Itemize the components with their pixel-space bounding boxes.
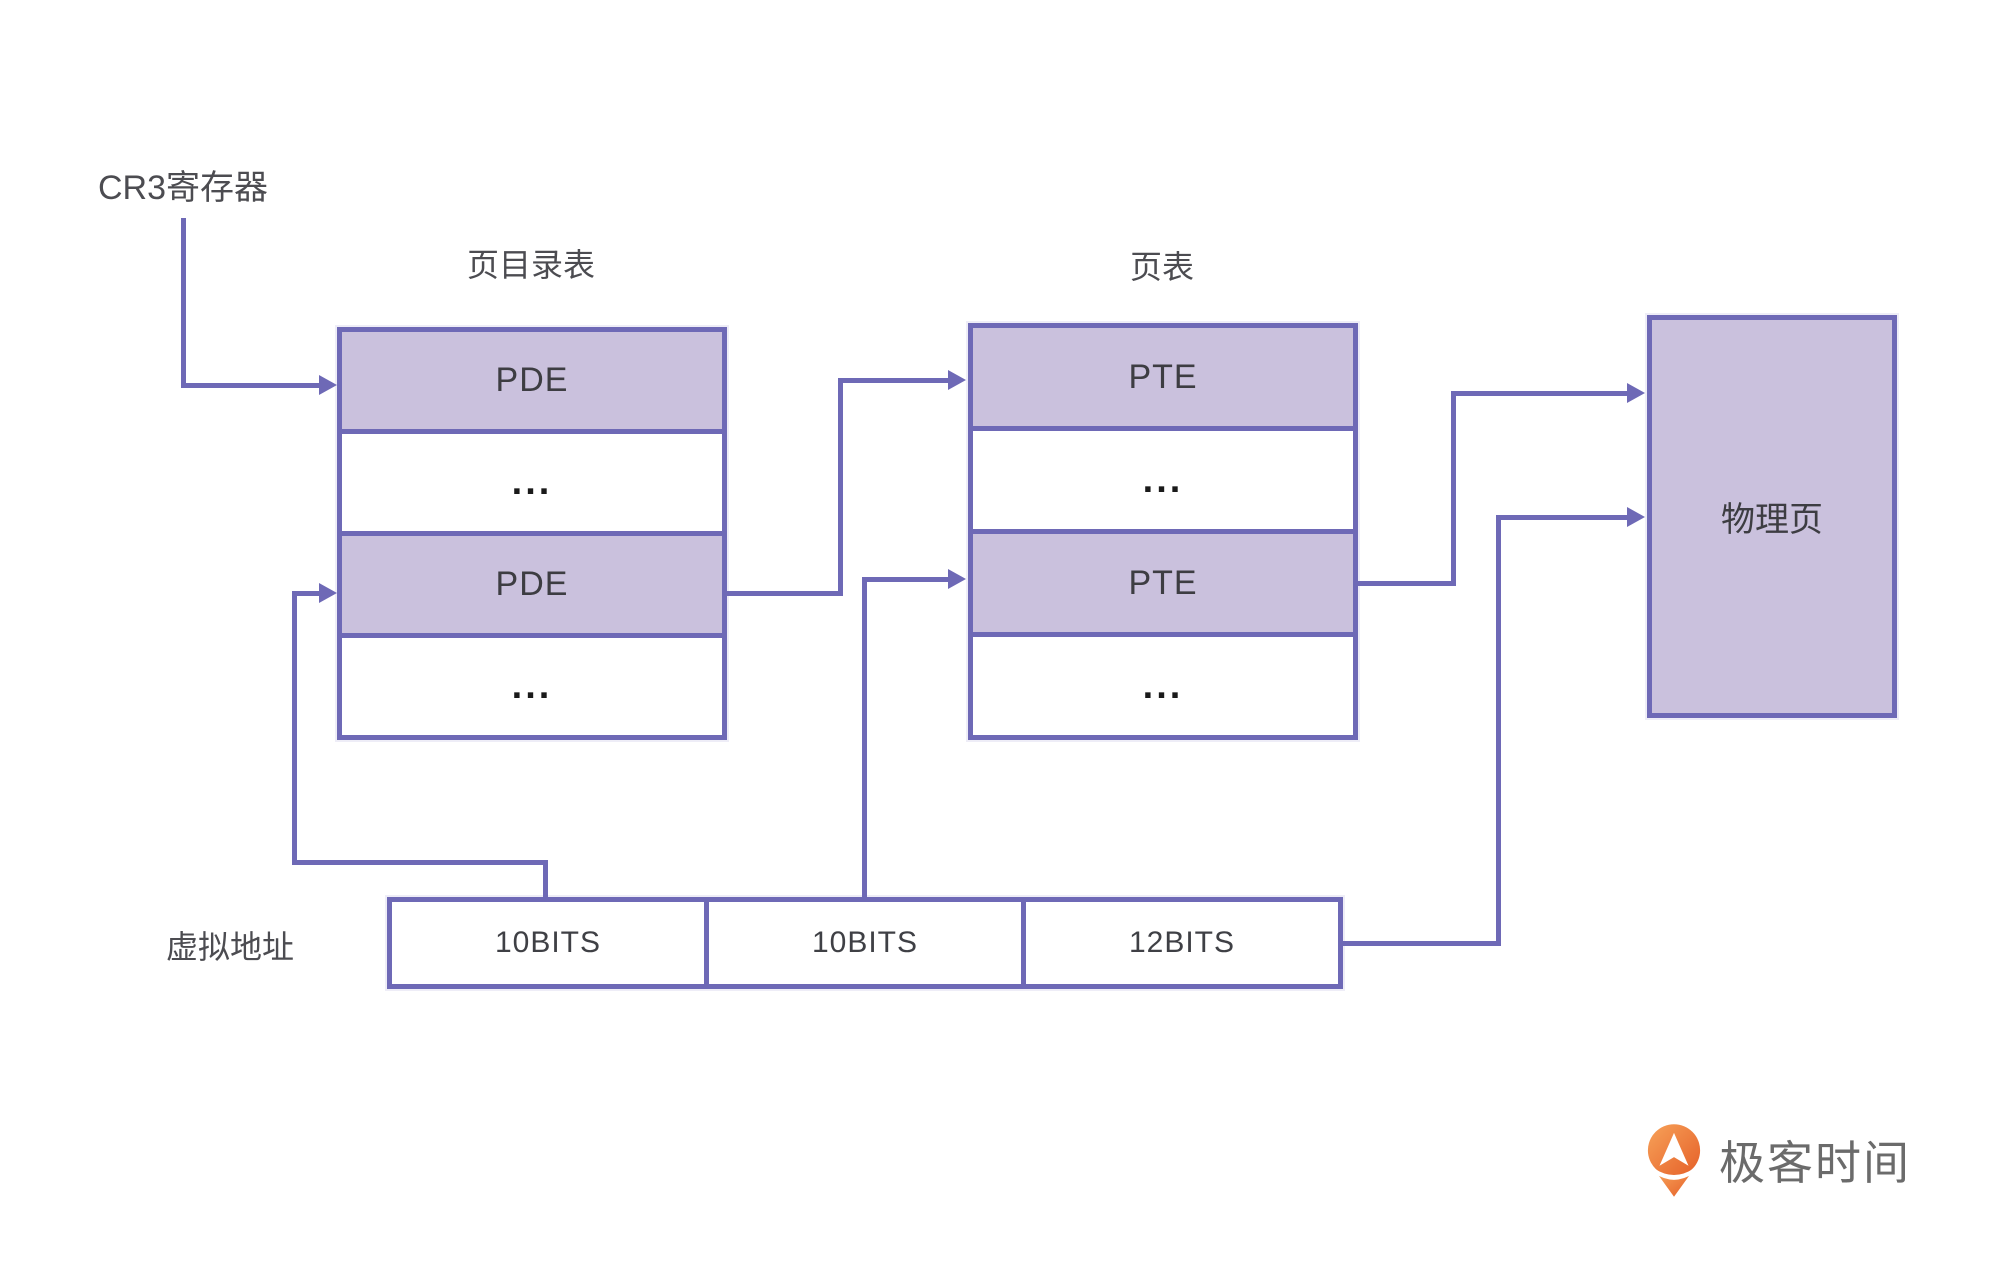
pte-row: PTE: [973, 529, 1353, 632]
physical-page-label: 物理页: [1721, 501, 1823, 539]
ellipsis-label: ...: [511, 665, 553, 707]
connector-segment: [181, 383, 321, 388]
arrowhead-icon: [948, 569, 966, 589]
va-field-label: 10BITS: [811, 926, 919, 959]
connector-segment: [292, 591, 297, 865]
ellipsis-label: ...: [1142, 458, 1184, 501]
virtual-address-box: 10BITS 10BITS 12BITS: [387, 897, 1343, 989]
page-table: PTE ... PTE ...: [968, 323, 1358, 740]
connector-segment: [292, 591, 322, 596]
pde-row: PDE: [342, 531, 722, 633]
va-field-table-index: 10BITS: [704, 902, 1021, 984]
pde-entry-label: PDE: [495, 565, 569, 603]
connector-segment: [543, 860, 548, 897]
connector-segment: [1496, 515, 1629, 520]
va-field-offset: 12BITS: [1021, 902, 1338, 984]
connector-segment: [838, 378, 843, 596]
connector-segment: [862, 577, 867, 897]
virtual-address-label: 虚拟地址: [165, 929, 294, 965]
pte-entry-label: PTE: [1128, 357, 1198, 396]
connector-segment: [727, 591, 843, 596]
connector-segment: [1451, 391, 1456, 586]
ellipsis-row: ...: [342, 633, 722, 735]
physical-page-box: 物理页: [1647, 315, 1897, 718]
va-field-label: 10BITS: [494, 926, 602, 959]
arrowhead-icon: [319, 375, 337, 395]
ellipsis-row: ...: [973, 426, 1353, 529]
connector-segment: [292, 860, 548, 865]
geektime-logo: 极客时间: [1645, 1122, 1911, 1198]
ellipsis-row: ...: [342, 429, 722, 531]
connector-segment: [1496, 515, 1501, 946]
ellipsis-label: ...: [1142, 664, 1184, 707]
pte-row: PTE: [973, 328, 1353, 426]
va-field-label: 12BITS: [1128, 926, 1236, 959]
page-table-title: 页表: [1129, 249, 1194, 285]
arrowhead-icon: [1627, 507, 1645, 527]
pde-entry-label: PDE: [495, 361, 569, 399]
ellipsis-row: ...: [973, 632, 1353, 735]
connector-segment: [181, 218, 186, 388]
va-field-dir-index: 10BITS: [392, 902, 704, 984]
connector-segment: [1358, 581, 1456, 586]
arrowhead-icon: [1627, 383, 1645, 403]
connector-segment: [862, 577, 950, 582]
arrowhead-icon: [319, 583, 337, 603]
page-directory-table: PDE ... PDE ...: [337, 327, 727, 740]
connector-segment: [838, 378, 950, 383]
pde-row: PDE: [342, 332, 722, 429]
cr3-register-label: CR3寄存器: [98, 169, 269, 207]
geektime-logo-text: 极客时间: [1719, 1137, 1911, 1189]
arrowhead-icon: [948, 370, 966, 390]
ellipsis-label: ...: [511, 461, 553, 503]
geektime-pin-icon: [1647, 1124, 1701, 1197]
page-directory-title: 页目录表: [466, 247, 595, 283]
pte-entry-label: PTE: [1128, 563, 1198, 602]
connector-segment: [1451, 391, 1629, 396]
connector-segment: [1343, 941, 1501, 946]
